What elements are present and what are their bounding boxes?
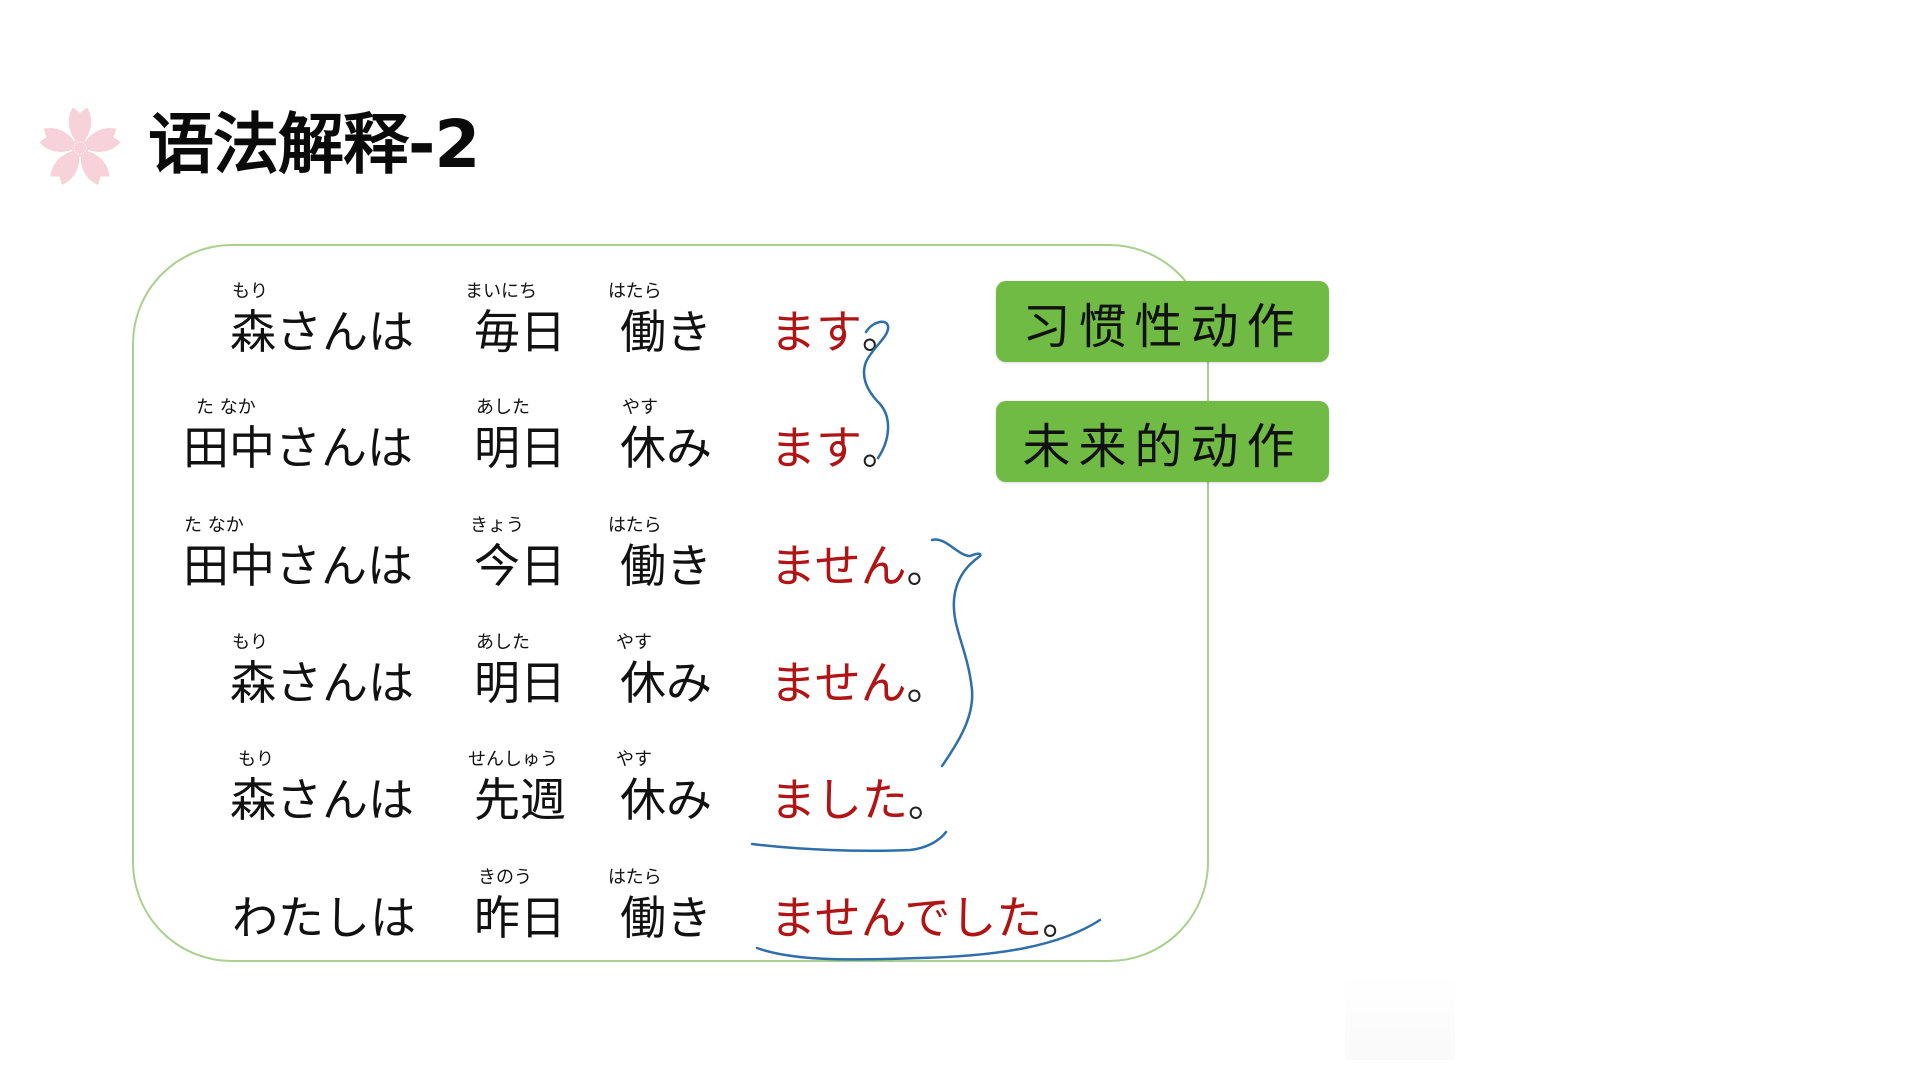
period: 。 xyxy=(906,546,947,592)
verb-word: 休み xyxy=(620,773,712,827)
ending-text: ます xyxy=(770,305,862,359)
verb-word: 働き xyxy=(620,539,712,593)
period: 。 xyxy=(862,312,902,358)
time-word: 昨日 xyxy=(474,891,566,945)
verb-ending: ません。 xyxy=(770,655,947,714)
furigana-time: せんしゅう xyxy=(468,749,558,770)
subject-word: わたしは xyxy=(232,891,416,945)
period: 。 xyxy=(862,428,902,474)
furigana-verb: やす xyxy=(616,749,652,770)
furigana-time: あした xyxy=(476,632,530,653)
sakura-icon xyxy=(38,107,122,188)
furigana-time: きょう xyxy=(470,515,524,536)
verb-ending: ます。 xyxy=(770,420,902,479)
furigana-verb: はたら xyxy=(608,515,662,536)
time-word: 今日 xyxy=(474,539,566,593)
ending-text: ませんでした xyxy=(770,891,1043,945)
subject-word: 田中さんは xyxy=(183,539,413,593)
ending-text: ました xyxy=(770,773,908,827)
furigana-subject: もり xyxy=(232,281,268,302)
furigana-time: まいにち xyxy=(465,281,537,302)
verb-ending: ません。 xyxy=(770,538,947,597)
verb-word: 働き xyxy=(620,305,712,359)
furigana-verb: やす xyxy=(622,397,658,418)
ending-text: ます xyxy=(770,421,862,475)
faint-watermark xyxy=(1345,975,1455,1060)
furigana-verb: はたら xyxy=(608,867,662,888)
verb-word: 休み xyxy=(620,421,712,475)
badge-habitual-action: 习惯性动作 xyxy=(996,281,1329,362)
verb-ending: ました。 xyxy=(770,772,948,831)
furigana-time: あした xyxy=(476,397,530,418)
furigana-subject: もり xyxy=(238,749,274,770)
subject-word: 田中さんは xyxy=(183,421,413,475)
period: 。 xyxy=(906,663,947,709)
verb-word: 休み xyxy=(620,656,712,710)
verb-ending: ませんでした。 xyxy=(770,890,1082,949)
subject-word: 森さんは xyxy=(230,305,414,359)
badge-future-action: 未来的动作 xyxy=(996,401,1329,482)
period: 。 xyxy=(908,780,948,826)
furigana-subject: もり xyxy=(232,632,268,653)
subject-word: 森さんは xyxy=(230,656,414,710)
time-word: 明日 xyxy=(474,421,566,475)
furigana-verb: やす xyxy=(616,632,652,653)
time-word: 先週 xyxy=(474,773,566,827)
verb-ending: ます。 xyxy=(770,304,902,363)
verb-word: 働き xyxy=(620,891,712,945)
furigana-verb: はたら xyxy=(608,281,662,302)
furigana-subject: た なか xyxy=(184,515,244,536)
example-sentences-panel xyxy=(132,244,1209,962)
time-word: 明日 xyxy=(474,656,566,710)
time-word: 毎日 xyxy=(474,305,566,359)
slide-title: 语法解释-2 xyxy=(148,106,480,183)
ending-text: ません xyxy=(770,539,907,593)
subject-word: 森さんは xyxy=(230,773,414,827)
period: 。 xyxy=(1042,898,1083,944)
furigana-time: きのう xyxy=(478,867,532,888)
ending-text: ません xyxy=(770,656,907,710)
furigana-subject: た なか xyxy=(196,397,256,418)
